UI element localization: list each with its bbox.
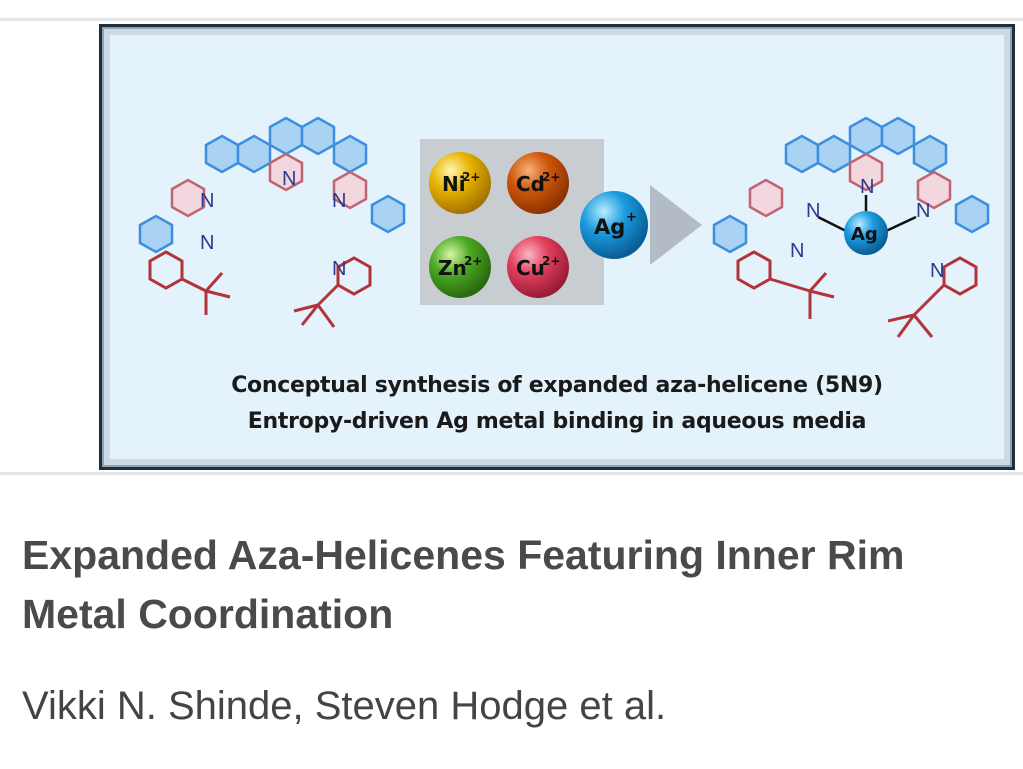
graphical-abstract-canvas: N N N N N Ni 2+ Cd 2+ Zn 2+ xyxy=(110,35,1004,459)
pyridine-ring xyxy=(942,256,978,296)
blue-ring xyxy=(300,116,336,156)
blue-ring xyxy=(204,134,240,174)
blue-ring xyxy=(370,194,406,234)
zinc-ion: Zn 2+ xyxy=(429,236,491,298)
graphical-abstract[interactable]: N N N N N Ni 2+ Cd 2+ Zn 2+ xyxy=(99,24,1015,470)
abstract-illustration: N N N N N Ni 2+ Cd 2+ Zn 2+ xyxy=(138,116,990,338)
helicene-ligand: N N N N N xyxy=(138,116,406,328)
nitrogen-label: N xyxy=(282,168,296,190)
nitrogen-label: N xyxy=(200,190,214,212)
reaction-arrow-icon xyxy=(650,185,702,265)
blue-ring xyxy=(816,134,852,174)
blue-ring xyxy=(954,194,990,234)
blue-ring xyxy=(332,134,368,174)
ion-charge: + xyxy=(626,210,637,225)
nitrogen-label: N xyxy=(860,176,874,198)
ion-symbol: Cu xyxy=(516,256,545,280)
silver-ion: Ag + xyxy=(580,191,648,259)
nitrogen-label: N xyxy=(200,232,214,254)
blue-ring xyxy=(712,214,748,254)
cadmium-ion: Cd 2+ xyxy=(507,152,569,214)
pink-ring xyxy=(170,178,206,218)
blue-ring xyxy=(138,214,174,254)
blue-ring xyxy=(784,134,820,174)
silver-complex: Ag N N N N N xyxy=(712,116,990,338)
nickel-ion: Ni 2+ xyxy=(429,152,491,214)
ion-symbol: Ni xyxy=(442,172,466,196)
ion-symbol: Cd xyxy=(516,172,545,196)
pink-ring xyxy=(268,152,304,192)
ion-charge: 2+ xyxy=(464,254,482,268)
blue-ring xyxy=(880,116,916,156)
nitrogen-label: N xyxy=(332,258,346,280)
pyridine-ring xyxy=(736,250,772,290)
nitrogen-label: N xyxy=(332,190,346,212)
blue-ring xyxy=(236,134,272,174)
ion-symbol: Ag xyxy=(594,215,625,239)
pink-ring xyxy=(332,170,368,210)
pink-ring xyxy=(748,178,784,218)
bottom-divider xyxy=(0,472,1023,475)
ion-symbol: Zn xyxy=(438,256,467,280)
copper-ion: Cu 2+ xyxy=(507,236,569,298)
pink-ring xyxy=(916,170,952,210)
nitrogen-label: N xyxy=(806,200,820,222)
top-divider xyxy=(0,18,1023,21)
pyridine-ring xyxy=(148,250,184,290)
article-title[interactable]: Expanded Aza-Helicenes Featuring Inner R… xyxy=(22,532,905,637)
nitrogen-label: N xyxy=(916,200,930,222)
nitrogen-label: N xyxy=(930,260,944,282)
graphic-caption-line-1: Conceptual synthesis of expanded aza-hel… xyxy=(231,373,883,398)
blue-ring xyxy=(912,134,948,174)
silver-center xyxy=(844,211,888,255)
ion-charge: 2+ xyxy=(542,254,560,268)
article-authors: Vikki N. Shinde, Steven Hodge et al. xyxy=(22,684,667,728)
ion-charge: 2+ xyxy=(462,170,480,184)
silver-center-label: Ag xyxy=(851,224,878,245)
blue-ring xyxy=(848,116,884,156)
ion-charge: 2+ xyxy=(542,170,560,184)
blue-ring xyxy=(268,116,304,156)
graphic-caption-line-2: Entropy-driven Ag metal binding in aqueo… xyxy=(247,409,867,434)
pink-ring xyxy=(848,152,884,192)
nitrogen-label: N xyxy=(790,240,804,262)
